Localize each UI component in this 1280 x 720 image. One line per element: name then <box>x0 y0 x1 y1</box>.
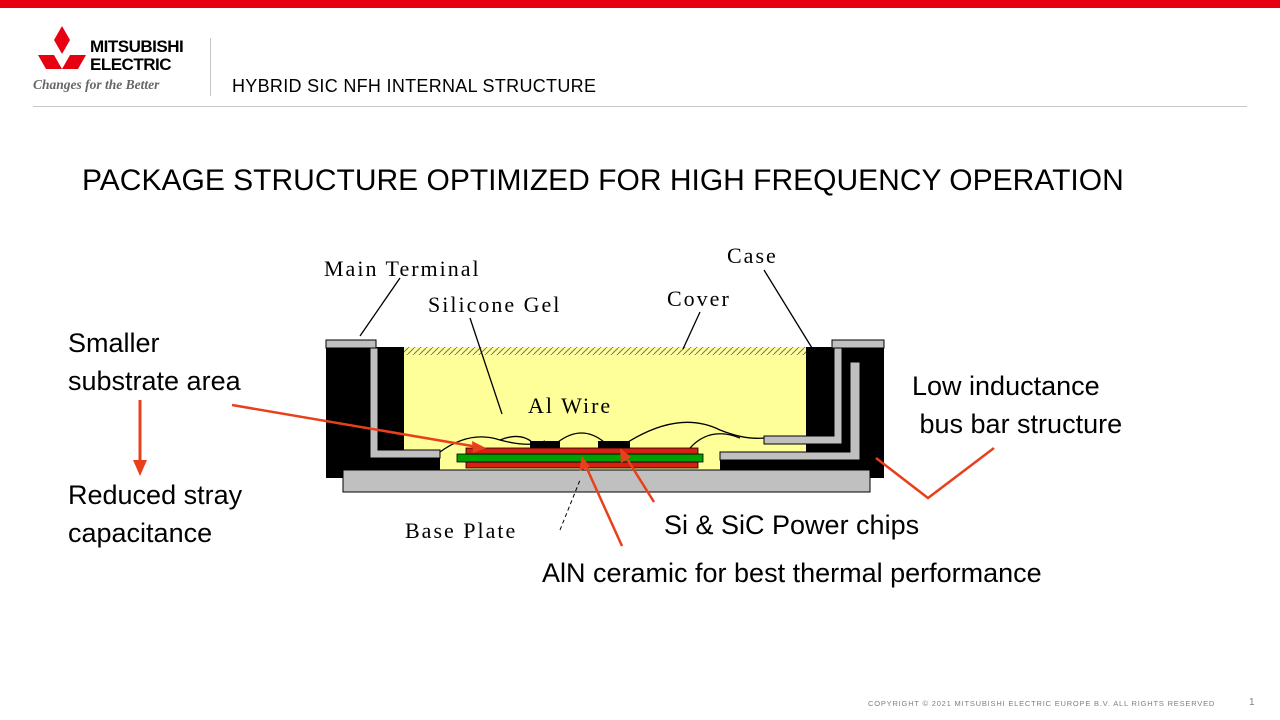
label-cover: Cover <box>667 286 731 311</box>
arrow-substrate <box>231 403 479 449</box>
leader-case <box>763 269 813 349</box>
case-right-wall <box>720 347 884 478</box>
al-wire <box>689 433 741 449</box>
page-number: 1 <box>1249 697 1255 708</box>
aln-substrate <box>456 453 704 463</box>
power-chip-1 <box>530 441 560 448</box>
header-rule <box>33 106 1247 107</box>
brand-name-line2: ELECTRIC <box>90 55 172 74</box>
main-terminal-left <box>369 347 441 459</box>
power-chip-2 <box>598 441 630 448</box>
header-title: HYBRID SIC NFH INTERNAL STRUCTURE <box>232 76 597 96</box>
arrow-aln <box>582 461 624 547</box>
label-main-terminal: Main Terminal <box>324 256 481 281</box>
arrow-power-chips <box>622 453 656 503</box>
leader-main-terminal <box>359 277 401 337</box>
bus-bar-outer <box>719 361 861 461</box>
callout-reduced-stray-capacitance: Reduced stray capacitance <box>68 480 243 548</box>
al-wire <box>557 432 605 443</box>
brand-name-line1: MITSUBISHI <box>90 37 184 56</box>
leader-base-plate <box>559 479 581 531</box>
brand-tagline: Changes for the Better <box>33 77 160 92</box>
callout-power-chips: Si & SiC Power chips <box>664 510 920 540</box>
leader-silicone-gel <box>469 317 503 415</box>
arrow-bus-bar <box>875 447 995 500</box>
bus-bar-inner <box>763 347 843 445</box>
cover-layer <box>404 347 806 355</box>
callout-smaller-substrate: Smaller substrate area <box>68 328 241 396</box>
label-case: Case <box>727 243 778 268</box>
copyright-footer: COPYRIGHT © 2021 MITSUBISHI ELECTRIC EUR… <box>868 699 1216 708</box>
label-base-plate: Base Plate <box>405 518 518 543</box>
copper-top-layer <box>465 447 699 455</box>
leader-cover <box>682 311 701 350</box>
callout-aln-ceramic: AlN ceramic for best thermal performance <box>542 558 1042 588</box>
case-left-wall <box>326 347 440 478</box>
al-wire <box>499 439 546 445</box>
header-divider <box>210 38 211 96</box>
slide-title: PACKAGE STRUCTURE OPTIMIZED FOR HIGH FRE… <box>82 164 1124 197</box>
label-silicone-gel: Silicone Gel <box>428 292 562 317</box>
al-wire <box>627 421 765 443</box>
top-accent-bar <box>0 0 1280 8</box>
label-al-wire: Al Wire <box>528 393 613 418</box>
bus-bar-top <box>831 339 885 349</box>
base-plate <box>342 469 871 493</box>
mitsubishi-logo-icon <box>38 26 86 69</box>
callout-low-inductance: Low inductance bus bar structure <box>912 371 1123 439</box>
main-terminal-top <box>325 339 377 349</box>
